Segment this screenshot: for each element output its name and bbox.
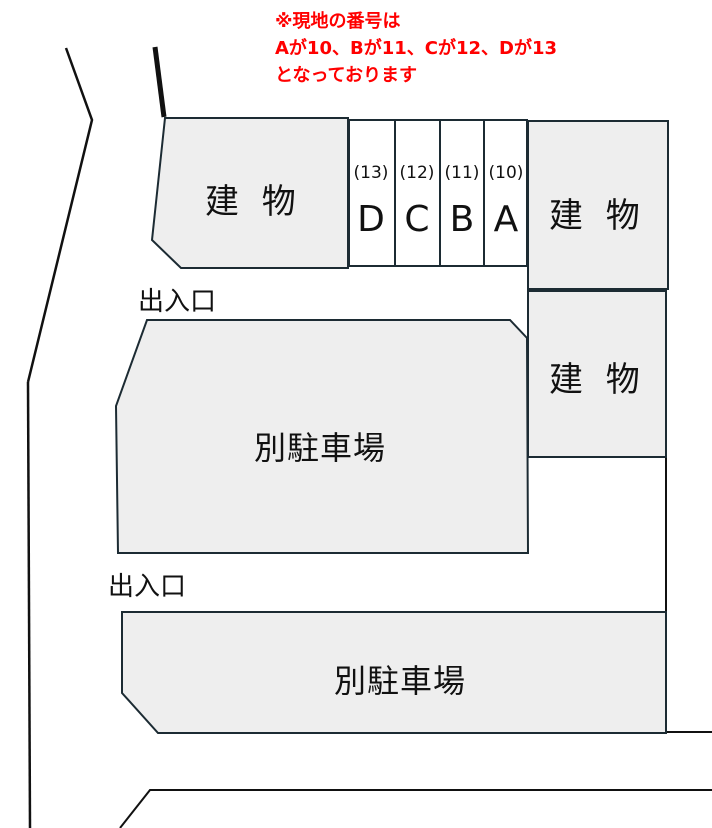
slot-c-letter: C — [404, 199, 430, 240]
building-top-right-label: 建 物 — [549, 196, 646, 236]
parking-lot-upper — [114, 319, 530, 554]
building-mid-right — [527, 290, 667, 458]
parking-slot-c — [394, 119, 441, 267]
parking-slot-a — [483, 119, 528, 267]
slot-d-number: (13) — [353, 163, 389, 183]
road-edge-left-upper — [26, 47, 94, 383]
building-top-left — [150, 117, 349, 269]
parking-slot-d — [348, 119, 396, 267]
numbering-note: ※現地の番号は Aが10、Bが11、Cが12、Dが13 となっております — [275, 8, 557, 89]
note-line-2: Aが10、Bが11、Cが12、Dが13 — [275, 38, 557, 59]
note-line-3: となっております — [275, 65, 418, 86]
parking-lot-lower-label: 別駐車場 — [334, 662, 467, 700]
building-top-left-label: 建 物 — [205, 182, 302, 222]
boundary-post — [152, 46, 167, 118]
parking-lot-lower — [121, 611, 667, 734]
parking-slot-b — [439, 119, 485, 267]
road-edge-bottom — [119, 789, 712, 828]
slot-d-letter: D — [357, 199, 385, 240]
slot-b-number: (11) — [444, 163, 480, 183]
building-mid-right-label: 建 物 — [549, 360, 646, 400]
road-edge-left-lower — [26, 381, 32, 828]
slot-b-letter: B — [449, 199, 475, 240]
entrance-upper-label: 出入口 — [138, 287, 217, 317]
slot-a-number: (10) — [488, 163, 524, 183]
building-top-right — [527, 120, 669, 290]
note-line-1: ※現地の番号は — [275, 11, 401, 32]
slot-a-letter: A — [493, 199, 519, 240]
parking-slots — [348, 119, 528, 267]
parking-lot-upper-label: 別駐車場 — [254, 429, 387, 467]
slot-c-number: (12) — [399, 163, 435, 183]
entrance-lower-label: 出入口 — [108, 572, 187, 602]
